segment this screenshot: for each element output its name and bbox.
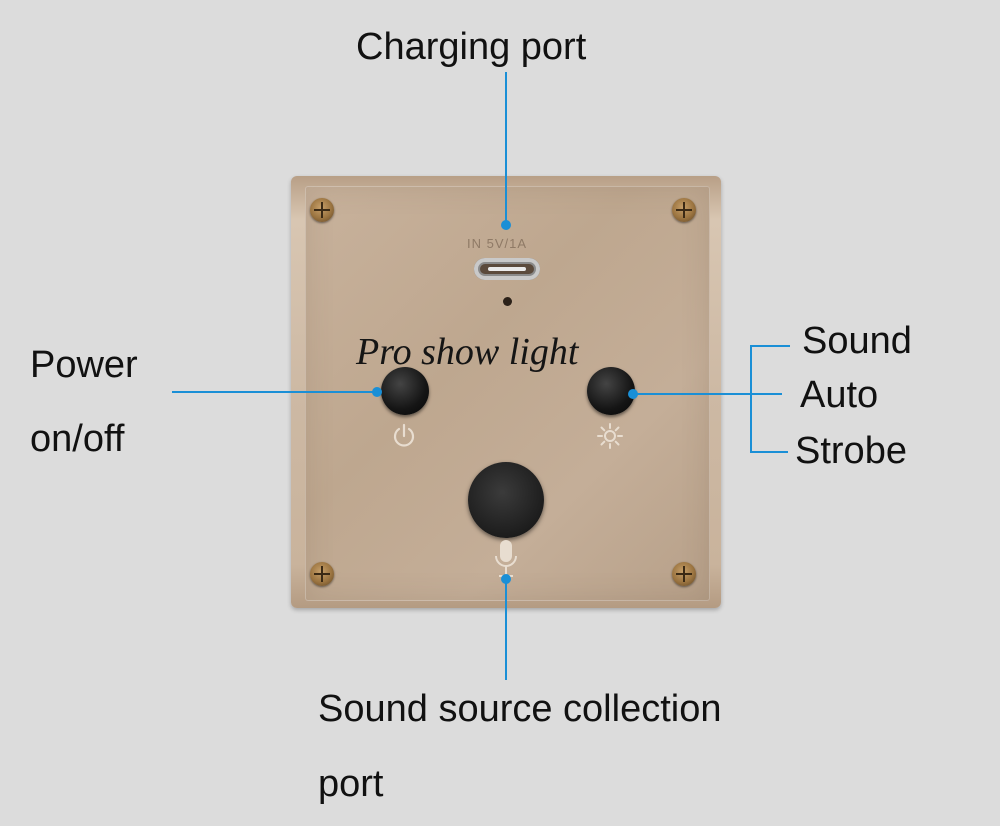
power-callout-dot xyxy=(372,387,382,397)
power-callout-line xyxy=(172,391,380,393)
sound-source-label-line1: Sound source collection xyxy=(318,688,722,730)
port-marking: IN 5V/1A xyxy=(467,236,528,251)
sound-source-callout-dot xyxy=(501,574,511,584)
power-icon xyxy=(393,423,415,447)
mode-bracket-bottom xyxy=(750,451,788,453)
sound-source-callout-line xyxy=(505,578,507,680)
strobe-mode-label: Strobe xyxy=(795,430,907,472)
screw-top-right xyxy=(672,198,696,222)
mode-callout-line xyxy=(632,393,782,395)
mode-button[interactable] xyxy=(587,367,635,415)
charging-port-slot xyxy=(488,267,526,271)
microphone-icon xyxy=(495,540,517,577)
sound-source-port[interactable] xyxy=(468,462,544,538)
power-label-line1: Power xyxy=(30,344,138,386)
indicator-led xyxy=(503,297,512,306)
mode-callout-dot xyxy=(628,389,638,399)
auto-mode-label: Auto xyxy=(800,374,879,416)
mode-bracket-vertical xyxy=(750,345,752,452)
power-button[interactable] xyxy=(381,367,429,415)
screw-bottom-right xyxy=(672,562,696,586)
screw-bottom-left xyxy=(310,562,334,586)
screw-top-left xyxy=(310,198,334,222)
sound-source-label-line2: port xyxy=(318,763,384,805)
mode-bracket-top xyxy=(750,345,790,347)
charging-port-callout-line xyxy=(505,72,507,224)
charging-port-callout-dot xyxy=(501,220,511,230)
sound-mode-label: Sound xyxy=(802,320,912,362)
power-label-line2: on/off xyxy=(30,418,125,460)
sun-icon xyxy=(597,423,623,449)
brand-text: Pro show light xyxy=(356,331,579,373)
charging-port-label: Charging port xyxy=(356,26,587,68)
